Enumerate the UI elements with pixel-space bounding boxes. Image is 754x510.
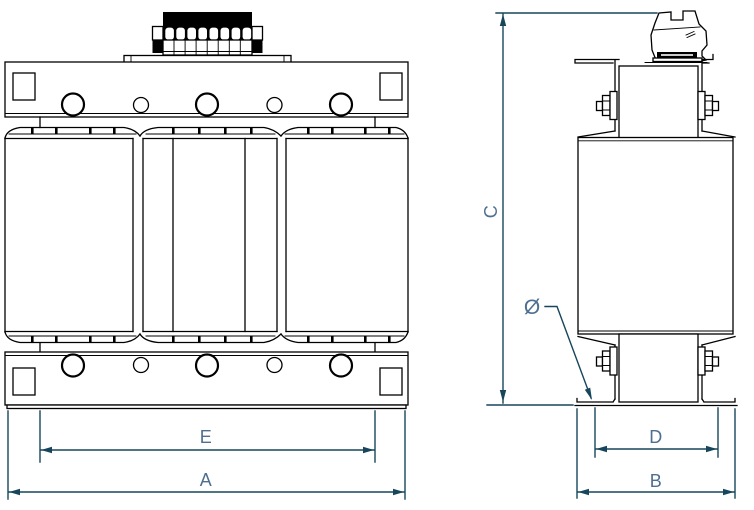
front-view: [4, 12, 409, 410]
arrow-c-bottom: [499, 390, 507, 402]
dimension-label-a: A: [200, 470, 213, 490]
arrow-b-left: [578, 488, 589, 496]
bottom-plate-small-hole: [266, 356, 283, 374]
top-plate-bolt-hole: [328, 92, 354, 117]
arrow-d-right: [706, 445, 717, 453]
bottom-plate-bolt-hole: [328, 353, 354, 378]
front-coils: [4, 126, 409, 344]
dimension-d: D: [594, 407, 719, 458]
arrow-d-left: [596, 445, 607, 453]
upper-left-bolt: [595, 90, 618, 121]
lower-left-bolt: [595, 346, 618, 376]
arrow-a-left: [9, 488, 20, 496]
top-plate-right-slot: [379, 72, 403, 101]
bottom-plate-bolt-hole: [60, 353, 86, 378]
bottom-plate-small-hole: [132, 356, 150, 374]
lower-right-bolt: [697, 346, 720, 376]
top-plate-bolt-hole: [60, 92, 86, 117]
arrow-b-right: [723, 488, 734, 496]
side-lower-core-bracket: [574, 333, 738, 407]
front-bottom-clamp-plate: [4, 342, 409, 410]
dimension-label-e: E: [200, 427, 213, 447]
side-upper-core-bracket: [574, 53, 736, 139]
dimension-e: E: [39, 410, 376, 463]
dimension-label-d: D: [649, 427, 663, 447]
bottom-plate-left-slot: [12, 367, 36, 396]
front-top-clamp-plate: [4, 61, 409, 129]
top-plate-bolt-hole: [194, 92, 220, 117]
side-terminal-block: [650, 10, 708, 63]
front-base-strip: [6, 404, 407, 410]
upper-right-bolt: [697, 90, 720, 121]
mounting-feet: [574, 397, 738, 407]
top-plate-small-hole: [266, 96, 283, 114]
dimension-label-b: B: [650, 471, 663, 491]
side-coil: [577, 136, 734, 335]
arrow-e-right: [363, 446, 374, 454]
dimension-label-c: C: [481, 205, 501, 219]
arrow-a-right: [393, 488, 404, 496]
side-view: [574, 10, 738, 407]
dimension-c: C: [481, 12, 658, 406]
arrow-c-top: [499, 14, 507, 26]
dimension-diameter: Ø: [524, 296, 592, 400]
top-plate-small-hole: [132, 96, 150, 114]
arrow-diameter: [584, 387, 592, 400]
top-plate-left-slot: [12, 72, 36, 101]
arrow-e-left: [41, 446, 52, 454]
bottom-plate-bolt-hole: [194, 353, 220, 378]
front-terminal-block: [123, 12, 292, 64]
dimension-a: A: [7, 410, 406, 500]
dimension-b: B: [576, 408, 736, 499]
bottom-plate-right-slot: [379, 367, 403, 396]
dimension-label-diameter: Ø: [524, 296, 540, 319]
